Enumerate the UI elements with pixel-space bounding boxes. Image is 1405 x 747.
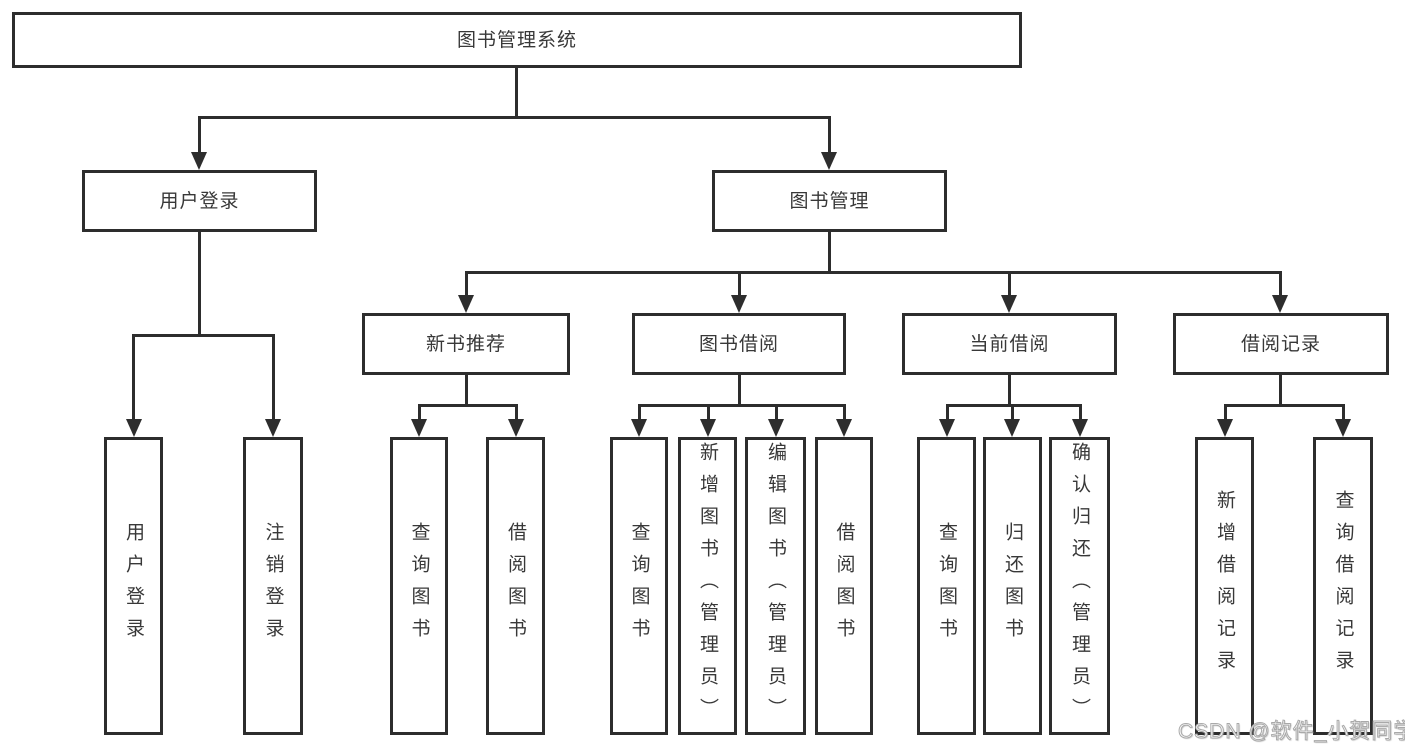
leaf-current-query-books: 查询图书 bbox=[917, 437, 976, 735]
connector-sec3-trunk bbox=[1008, 375, 1011, 406]
arrowhead-icon bbox=[508, 419, 524, 437]
node-user-login-label: 用户登录 bbox=[159, 190, 240, 212]
leaf-current-query-books-label: 查询图书 bbox=[936, 522, 957, 650]
arrowhead-icon bbox=[1272, 295, 1288, 313]
connector-sec1-bar bbox=[418, 404, 517, 407]
connector-sec2-bar bbox=[638, 404, 845, 407]
arrowhead-icon bbox=[411, 419, 427, 437]
node-borrow-records: 借阅记录 bbox=[1173, 313, 1389, 375]
arrowhead-icon bbox=[631, 419, 647, 437]
arrowhead-icon bbox=[191, 152, 207, 170]
connector-mgmt-bar bbox=[465, 271, 1281, 274]
leaf-borrow-edit-books-admin-label: 编辑图书（管理员） bbox=[765, 442, 786, 730]
node-current-borrow-label: 当前借阅 bbox=[969, 333, 1050, 355]
node-borrow-records-label: 借阅记录 bbox=[1240, 333, 1321, 355]
node-book-borrow-label: 图书借阅 bbox=[698, 333, 779, 355]
leaf-records-query-record-label: 查询借阅记录 bbox=[1332, 490, 1354, 682]
connector-login-bar bbox=[132, 334, 274, 337]
connector-mgmt-drop-4 bbox=[1279, 271, 1282, 298]
connector-sec1-trunk bbox=[465, 375, 468, 406]
arrowhead-icon bbox=[821, 152, 837, 170]
leaf-current-return-books-label: 归还图书 bbox=[1002, 522, 1023, 650]
connector-sec1-drop-1 bbox=[418, 404, 421, 422]
arrowhead-icon bbox=[836, 419, 852, 437]
node-root: 图书管理系统 bbox=[12, 12, 1022, 68]
connector-mgmt-drop-1 bbox=[465, 271, 468, 298]
connector-sec4-bar bbox=[1224, 404, 1344, 407]
node-current-borrow: 当前借阅 bbox=[902, 313, 1117, 375]
arrowhead-icon bbox=[1217, 419, 1233, 437]
connector-sec2-drop-4 bbox=[843, 404, 846, 422]
connector-root-bar bbox=[198, 116, 831, 119]
connector-sec2-drop-2 bbox=[707, 404, 710, 422]
connector-sec3-drop-3 bbox=[1079, 404, 1082, 422]
arrowhead-icon bbox=[731, 295, 747, 313]
node-book-mgmt-label: 图书管理 bbox=[789, 190, 870, 212]
connector-sec3-drop-1 bbox=[946, 404, 949, 422]
leaf-recommend-query-books: 查询图书 bbox=[390, 437, 448, 735]
leaf-user-login: 用户登录 bbox=[104, 437, 163, 735]
connector-sec2-trunk bbox=[738, 375, 741, 406]
leaf-recommend-borrow-books-label: 借阅图书 bbox=[505, 522, 526, 650]
arrowhead-icon bbox=[458, 295, 474, 313]
connector-mgmt-drop-3 bbox=[1008, 271, 1011, 298]
leaf-records-query-record: 查询借阅记录 bbox=[1313, 437, 1373, 735]
connector-root-trunk bbox=[515, 68, 518, 118]
leaf-borrow-add-books-admin: 新增图书（管理员） bbox=[678, 437, 737, 735]
node-new-book-recommend-label: 新书推荐 bbox=[425, 333, 506, 355]
leaf-borrow-add-books-admin-label: 新增图书（管理员） bbox=[697, 442, 718, 730]
arrowhead-icon bbox=[1004, 419, 1020, 437]
connector-mgmt-trunk bbox=[828, 232, 831, 273]
leaf-records-add-record-label: 新增借阅记录 bbox=[1214, 490, 1235, 682]
leaf-current-confirm-return-admin: 确认归还（管理员） bbox=[1049, 437, 1110, 735]
arrowhead-icon bbox=[700, 419, 716, 437]
arrowhead-icon bbox=[1072, 419, 1088, 437]
connector-sec2-drop-1 bbox=[638, 404, 641, 422]
csdn-watermark: CSDN @软件_小贺同学 bbox=[1177, 720, 1405, 744]
leaf-logout: 注销登录 bbox=[243, 437, 303, 735]
arrowhead-icon bbox=[1335, 419, 1351, 437]
leaf-borrow-borrow-books-label: 借阅图书 bbox=[833, 522, 855, 650]
leaf-recommend-borrow-books: 借阅图书 bbox=[486, 437, 545, 735]
connector-sec4-drop-2 bbox=[1342, 404, 1345, 422]
leaf-logout-label: 注销登录 bbox=[262, 522, 284, 650]
node-book-mgmt: 图书管理 bbox=[712, 170, 947, 232]
arrowhead-icon bbox=[1001, 295, 1017, 313]
leaf-current-confirm-return-admin-label: 确认归还（管理员） bbox=[1069, 442, 1090, 730]
leaf-current-return-books: 归还图书 bbox=[983, 437, 1042, 735]
leaf-borrow-borrow-books: 借阅图书 bbox=[815, 437, 873, 735]
node-user-login: 用户登录 bbox=[82, 170, 317, 232]
connector-login-drop-2 bbox=[272, 334, 275, 422]
arrowhead-icon bbox=[265, 419, 281, 437]
connector-root-drop-mgmt bbox=[828, 116, 831, 156]
connector-mgmt-drop-2 bbox=[738, 271, 741, 298]
connector-root-drop-login bbox=[198, 116, 201, 156]
leaf-borrow-query-books: 查询图书 bbox=[610, 437, 668, 735]
node-book-borrow: 图书借阅 bbox=[632, 313, 846, 375]
leaf-user-login-label: 用户登录 bbox=[123, 522, 144, 650]
leaf-borrow-query-books-label: 查询图书 bbox=[628, 522, 650, 650]
connector-sec4-drop-1 bbox=[1224, 404, 1227, 422]
connector-sec2-drop-3 bbox=[775, 404, 778, 422]
connector-login-drop-1 bbox=[132, 334, 135, 422]
connector-sec4-trunk bbox=[1279, 375, 1282, 406]
node-root-label: 图书管理系统 bbox=[456, 29, 577, 51]
arrowhead-icon bbox=[939, 419, 955, 437]
node-new-book-recommend: 新书推荐 bbox=[362, 313, 570, 375]
leaf-recommend-query-books-label: 查询图书 bbox=[408, 522, 430, 650]
connector-sec1-drop-2 bbox=[515, 404, 518, 422]
arrowhead-icon bbox=[126, 419, 142, 437]
arrowhead-icon bbox=[768, 419, 784, 437]
leaf-borrow-edit-books-admin: 编辑图书（管理员） bbox=[745, 437, 806, 735]
connector-sec3-drop-2 bbox=[1011, 404, 1014, 422]
connector-login-trunk bbox=[198, 232, 201, 336]
leaf-records-add-record: 新增借阅记录 bbox=[1195, 437, 1254, 735]
